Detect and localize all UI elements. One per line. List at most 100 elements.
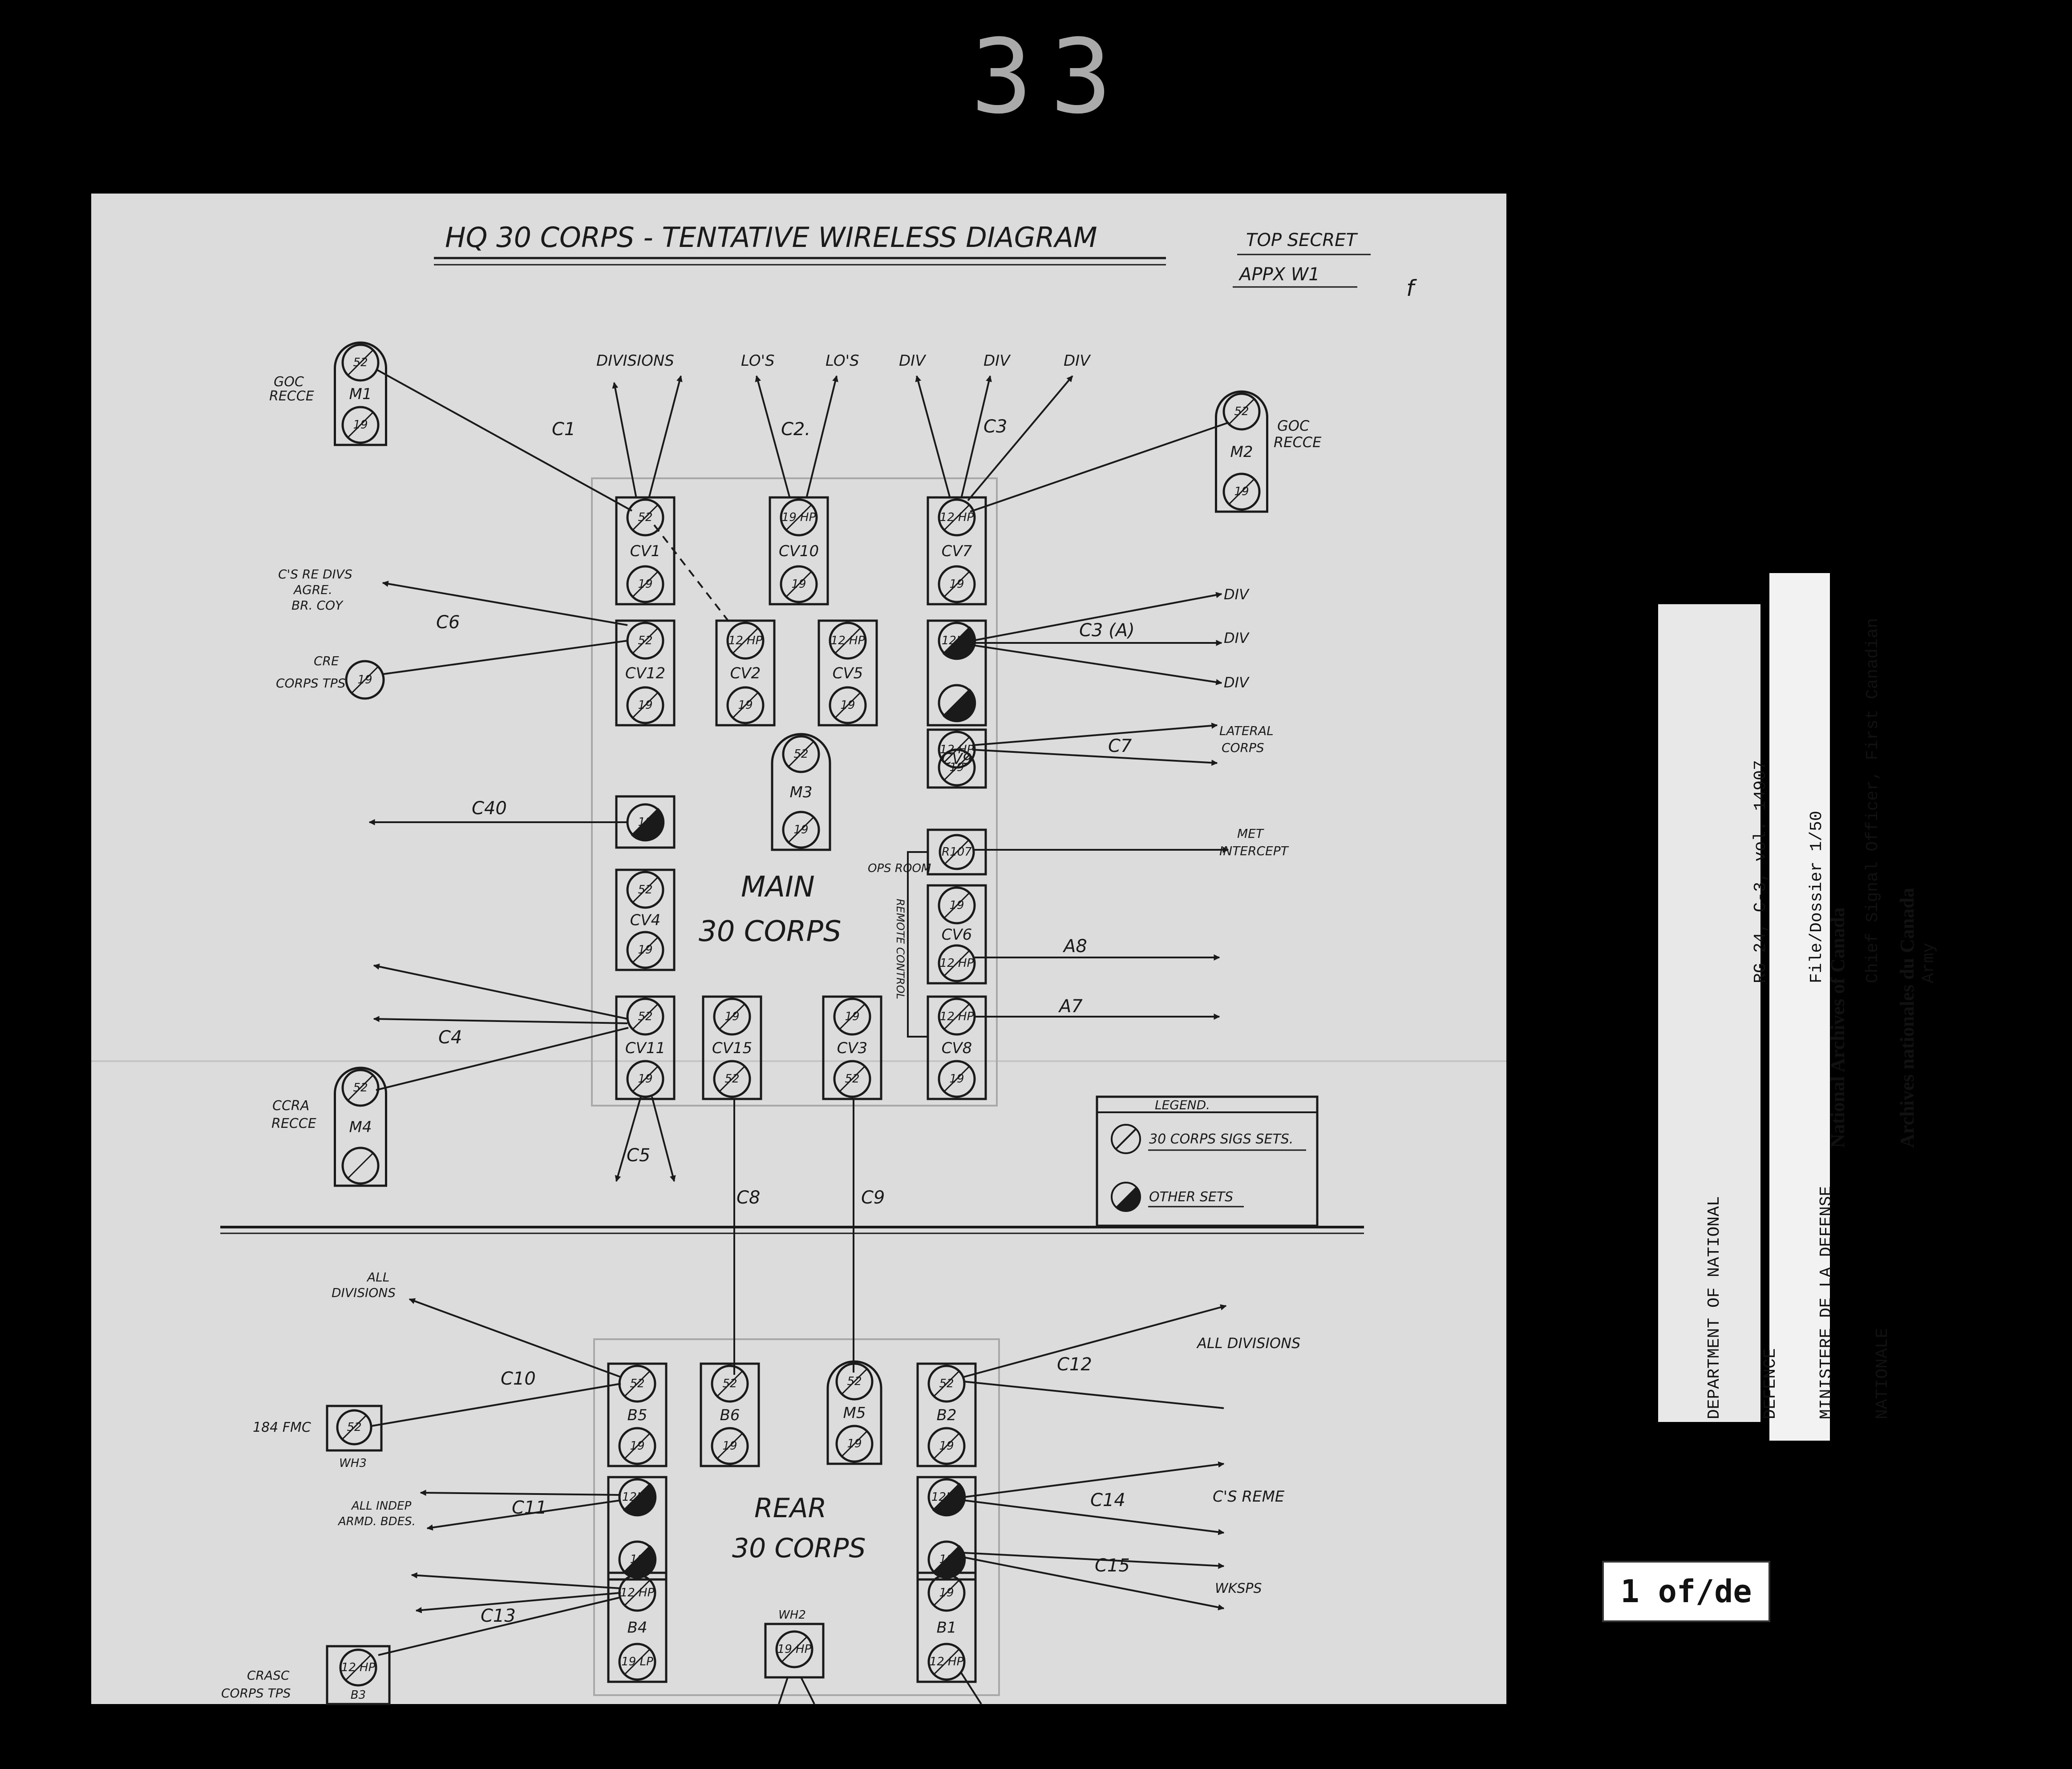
station-b1-bottom-set-label: 12 HP bbox=[930, 1655, 964, 1668]
radio-link-4 bbox=[755, 375, 791, 499]
station-cv4-top-set-icon bbox=[626, 871, 664, 909]
station-m3-outline bbox=[771, 733, 831, 851]
station-wh2-set-slash bbox=[781, 1636, 808, 1663]
station-cv11-bottom-set-slash bbox=[632, 1066, 659, 1092]
legend-other-sets: OTHER SETS bbox=[1149, 1189, 1233, 1205]
radio-link-34 bbox=[426, 1499, 621, 1531]
station-wh2-outline bbox=[764, 1623, 825, 1679]
station-m1-outline bbox=[334, 341, 387, 446]
legend-own-set-slash bbox=[1115, 1128, 1137, 1150]
station-cv7-outline bbox=[927, 496, 987, 606]
net-c6: C6 bbox=[436, 612, 460, 633]
rear-area-outline bbox=[593, 1338, 1000, 1696]
station-cv7-top-set-label: 12 HP bbox=[940, 511, 974, 524]
station-m3-bottom-set-icon bbox=[782, 811, 820, 849]
all-indep-2: ARMD. BDES. bbox=[337, 1515, 416, 1528]
station-cv4-bottom-set-icon bbox=[626, 931, 664, 969]
radio-link-6 bbox=[915, 375, 951, 499]
archive-name-en: National Archives of Canada bbox=[1827, 907, 1849, 1148]
station-cv2-outline bbox=[715, 619, 776, 727]
station-cv8-top-set-label: 12 HP bbox=[940, 1010, 974, 1023]
radio-link-22 bbox=[373, 963, 628, 1020]
los-label-1: LO'S bbox=[741, 352, 775, 370]
station-b5-bottom-set-icon bbox=[618, 1427, 656, 1465]
station-cv15-top-set-label: 19 bbox=[724, 1010, 739, 1023]
station-cv3-bottom-set-slash bbox=[839, 1066, 866, 1092]
station-m5-id: M5 bbox=[843, 1404, 866, 1422]
radio-link-29 bbox=[409, 1298, 621, 1378]
ccra-recce-2: RECCE bbox=[271, 1116, 316, 1131]
met-intercept-2: INTERCEPT bbox=[1219, 844, 1289, 858]
station-b4-top-set-slash bbox=[624, 1579, 651, 1606]
station-b2-top-set-icon bbox=[927, 1365, 966, 1403]
station-cv1-top-set-label: 52 bbox=[638, 511, 652, 524]
div-label-1: DIV bbox=[899, 352, 927, 370]
station-cv5-bottom-set-icon bbox=[829, 686, 867, 724]
station-b1-top-set-label: 19 bbox=[939, 1586, 954, 1599]
station-cv5-top-set-icon bbox=[829, 622, 867, 660]
links-layer bbox=[368, 368, 1229, 1705]
radio-link-17 bbox=[972, 749, 1218, 766]
station-m2-bottom-set-slash bbox=[1228, 478, 1255, 505]
radio-link-36 bbox=[963, 1499, 1225, 1535]
station-b6-top-set-icon bbox=[711, 1365, 749, 1403]
station-cre-set-label: 19 bbox=[357, 673, 372, 687]
station-wh3-set-label: 52 bbox=[347, 1421, 361, 1434]
radio-link-13 bbox=[972, 592, 1222, 642]
station-m4-top-set-icon bbox=[341, 1069, 380, 1107]
station-m3-top-set-slash bbox=[788, 741, 814, 767]
station-cv4-id: CV4 bbox=[630, 912, 661, 929]
cre-divs-2: AGRE. bbox=[293, 582, 332, 597]
radio-link-42 bbox=[778, 1677, 789, 1704]
microfilm-frame-number: 33 bbox=[971, 18, 1130, 137]
station-cv8-bottom-set-icon bbox=[938, 1060, 976, 1098]
remote-control-wire bbox=[907, 851, 928, 1038]
station-cv3-top-set-icon bbox=[833, 998, 871, 1036]
archive-name: National Archives of Canada Archives nat… bbox=[1780, 888, 1942, 1148]
station-cv4-top-set-label: 52 bbox=[638, 883, 652, 897]
station-cv6-bottom-set-slash bbox=[943, 950, 970, 977]
station-rear-c14-bottom-set-label: 19 bbox=[939, 1553, 954, 1566]
station-b4-outline bbox=[607, 1571, 668, 1683]
station-b2-bottom-set-icon bbox=[927, 1427, 966, 1465]
station-m3-bottom-set-label: 19 bbox=[793, 823, 808, 836]
station-cv11-id: CV11 bbox=[625, 1039, 665, 1057]
department-stamp: DEPARTMENT OF NATIONAL DEFENCE MINISTERE… bbox=[1668, 1186, 1911, 1420]
all-divisions-right: ALL DIVISIONS bbox=[1196, 1335, 1300, 1352]
all-divisions-left-1: ALL bbox=[366, 1270, 389, 1284]
net-a8: A8 bbox=[1062, 936, 1087, 957]
remote-control-label: REMOTE CONTROL bbox=[894, 899, 906, 999]
station-m4-top-set-slash bbox=[347, 1074, 374, 1101]
radio-link-1 bbox=[376, 368, 632, 512]
station-cv7-bottom-set-label: 19 bbox=[949, 578, 964, 591]
radio-link-25 bbox=[615, 1096, 642, 1182]
station-cv15-bottom-set-label: 52 bbox=[724, 1072, 739, 1086]
station-cv15-bottom-set-slash bbox=[719, 1066, 745, 1092]
station-m5-bottom-set-icon bbox=[835, 1425, 874, 1463]
station-cv1-id: CV1 bbox=[630, 542, 661, 560]
station-b6-top-set-label: 52 bbox=[722, 1377, 737, 1390]
station-cv6-outline bbox=[927, 884, 987, 985]
radio-link-12 bbox=[383, 640, 628, 675]
station-cv11-top-set-icon bbox=[626, 998, 664, 1036]
station-cv11-top-set-slash bbox=[632, 1003, 659, 1030]
station-cv9-bottom-set-icon bbox=[938, 748, 976, 787]
station-cv6-id: CV6 bbox=[942, 926, 972, 944]
station-cv8-bottom-set-label: 19 bbox=[949, 1072, 964, 1086]
net-c40: C40 bbox=[472, 798, 507, 819]
station-cv4-bottom-set-label: 19 bbox=[638, 943, 652, 957]
net-c11: C11 bbox=[512, 1498, 547, 1518]
radio-link-24 bbox=[376, 1027, 629, 1091]
station-cv15-bottom-set-icon bbox=[713, 1060, 751, 1098]
station-cv5-bottom-set-slash bbox=[834, 692, 861, 719]
station-rear-c11-top-set-fill bbox=[623, 1482, 657, 1517]
station-cv3-top-set-slash bbox=[839, 1003, 866, 1030]
station-cv3-bottom-set-label: 52 bbox=[845, 1072, 859, 1086]
creme-label: C'S REME bbox=[1213, 1488, 1285, 1506]
station-cv3-id: CV3 bbox=[837, 1039, 868, 1057]
radio-link-33 bbox=[420, 1490, 621, 1496]
station-cv9-outline bbox=[927, 728, 987, 789]
net-c9: C9 bbox=[861, 1187, 885, 1208]
station-cv2-bottom-set-label: 19 bbox=[738, 699, 753, 712]
